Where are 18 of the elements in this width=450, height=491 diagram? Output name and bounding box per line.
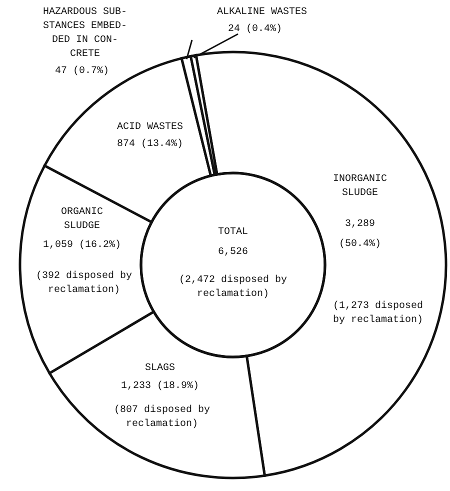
- value-label: 24 (0.4%): [226, 22, 283, 37]
- total-value: 6,526: [216, 246, 249, 260]
- value-label: 1,233 (18.9%): [120, 380, 200, 394]
- slice-label: ALKALINE WASTES: [216, 6, 308, 20]
- slice-label: ORGANIC SLUDGE: [60, 206, 104, 234]
- slice-label: ACID WASTES: [116, 121, 184, 135]
- total-label: TOTAL: [216, 226, 249, 240]
- slice-label: SLAGS: [144, 362, 176, 376]
- slice-label: HAZARDOUS SUB- STANCES EMBED- DED IN CON- CRETE: [42, 6, 128, 62]
- slice-label: INORGANIC SLUDGE: [332, 173, 388, 201]
- note: (807 disposed by reclamation): [112, 404, 211, 432]
- value-label: 3,289 (50.4%): [338, 218, 382, 252]
- note: (392 disposed by reclamation): [34, 270, 133, 298]
- value-label: 47 (0.7%): [54, 64, 110, 79]
- note: (2,472 disposed by reclamation): [178, 274, 288, 302]
- value-label: 874 (13.4%): [116, 138, 184, 152]
- value-label: 1,059 (16.2%): [42, 238, 122, 253]
- note: (1,273 disposed by reclamation): [332, 300, 424, 328]
